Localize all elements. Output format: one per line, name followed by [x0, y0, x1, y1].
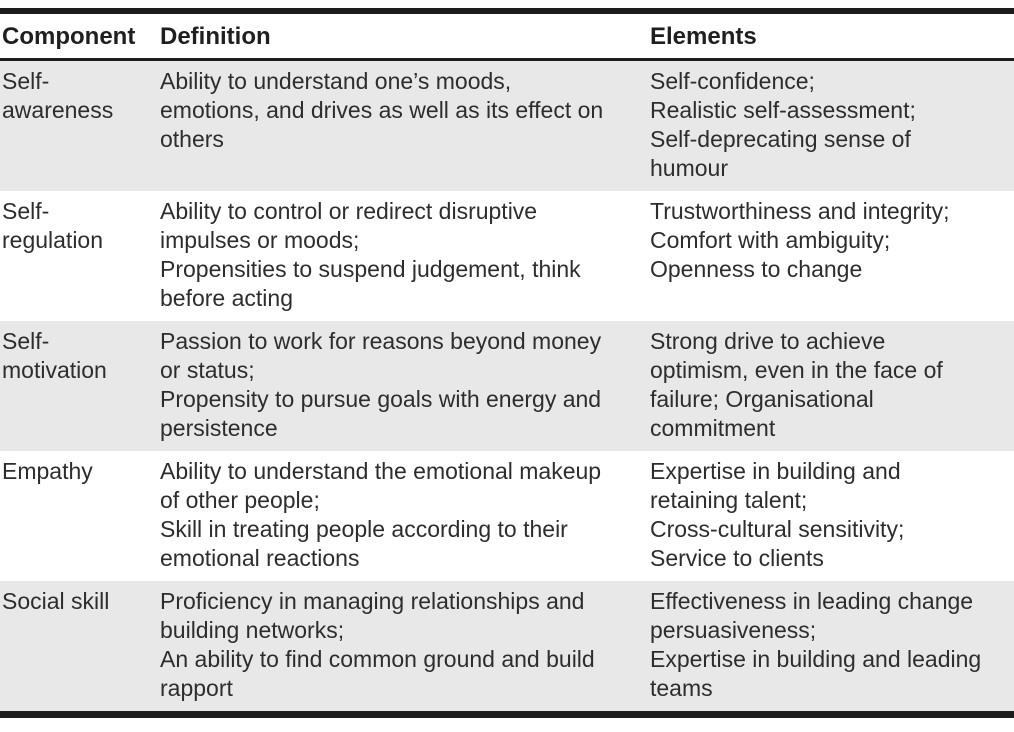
element-item: Openness to change [650, 256, 863, 282]
table-row-self-regulation: Self-regulation Ability to control or re… [0, 191, 1014, 321]
definition-line: Passion to work for reasons beyond money… [160, 328, 602, 383]
table-row-self-motivation: Self-motivation Passion to work for reas… [0, 321, 1014, 451]
elements-cell: Strong drive to achieve optimism, even i… [648, 321, 1014, 451]
component-cell: Self-regulation [2, 198, 104, 253]
element-item: Trustworthiness and integrity; [650, 198, 950, 224]
component-cell: Self-motivation [2, 328, 107, 383]
element-item: Cross-cultural sensitivity; [650, 516, 905, 542]
element-item: Expertise in building and leading teams [650, 646, 982, 701]
element-item: Self-deprecating sense of humour [650, 126, 911, 181]
column-header-definition: Definition [158, 11, 648, 61]
definition-line: An ability to find common ground and bui… [160, 646, 595, 701]
element-item: Strong drive to achieve optimism, even i… [650, 328, 943, 441]
element-item: Expertise in building and retaining tale… [650, 458, 901, 513]
component-cell: Self-awareness [2, 68, 114, 123]
ei-components-table: Component Definition Elements Self-aware… [0, 8, 1014, 718]
table-row-social-skill: Social skill Proficiency in managing rel… [0, 581, 1014, 715]
component-cell: Empathy [2, 458, 93, 484]
definition-cell: Passion to work for reasons beyond money… [158, 321, 648, 451]
definition-cell: Proficiency in managing relationships an… [158, 581, 648, 715]
elements-cell: Effectiveness in leading change persuasi… [648, 581, 1014, 715]
element-item: Realistic self-assessment; [650, 97, 916, 123]
definition-line: Skill in treating people according to th… [160, 516, 568, 571]
column-header-elements: Elements [648, 11, 1014, 61]
definition-line: Proficiency in managing relationships an… [160, 588, 585, 643]
element-item: Effectiveness in leading change persuasi… [650, 588, 974, 643]
elements-cell: Expertise in building and retaining tale… [648, 451, 1014, 581]
element-item: Self-confidence; [650, 68, 815, 94]
component-cell: Social skill [2, 588, 110, 614]
definition-cell: Ability to control or redirect disruptiv… [158, 191, 648, 321]
elements-cell: Trustworthiness and integrity; Comfort w… [648, 191, 1014, 321]
table-row-empathy: Empathy Ability to understand the emotio… [0, 451, 1014, 581]
definition-cell: Ability to understand one’s moods, emoti… [158, 60, 648, 192]
table-row-self-awareness: Self-awareness Ability to understand one… [0, 59, 1014, 192]
definition-line: Propensity to pursue goals with energy a… [160, 386, 602, 441]
ei-components-table-wrap: Component Definition Elements Self-aware… [0, 8, 1014, 718]
definition-line: Ability to understand one’s moods, emoti… [160, 68, 604, 152]
column-header-component: Component [0, 11, 158, 61]
definition-line: Ability to understand the emotional make… [160, 458, 602, 513]
element-item: Comfort with ambiguity; [650, 227, 891, 253]
definition-cell: Ability to understand the emotional make… [158, 451, 648, 581]
definition-line: Propensities to suspend judgement, think… [160, 256, 581, 311]
header-row: Component Definition Elements [0, 11, 1014, 61]
element-item: Service to clients [650, 545, 824, 571]
definition-line: Ability to control or redirect disruptiv… [160, 198, 538, 253]
elements-cell: Self-confidence; Realistic self-assessme… [648, 60, 1014, 192]
